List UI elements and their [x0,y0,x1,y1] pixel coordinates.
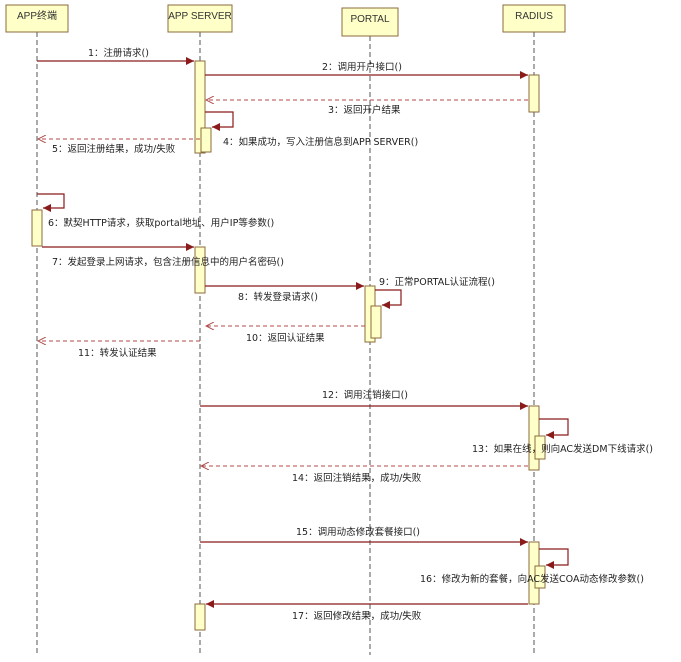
participant-portal: PORTAL [341,7,399,37]
message-8-label: 8：转发登录请求() [238,291,318,303]
message-13: 13：如果在线，则向AC发送DM下线请求() [472,418,653,455]
activation-radius-3b [534,565,546,589]
message-1-label: 1：注册请求() [88,47,149,59]
message-6: 6：默契HTTP请求，获取portal地址、用户IP等参数() [37,193,274,229]
message-4: 4：如果成功，写入注册信息到APP SERVER() [205,111,418,148]
message-6-label: 6：默契HTTP请求，获取portal地址、用户IP等参数() [48,217,274,229]
participant-server: APP SERVER [167,4,233,33]
message-8: 8：转发登录请求() [205,282,364,303]
activation-server-3 [194,603,206,631]
participant-radius-label: RADIUS [515,11,553,22]
message-9-label: 9：正常PORTAL认证流程() [379,276,495,288]
message-10-label: 10：返回认证结果 [246,332,325,344]
message-10: 10：返回认证结果 [206,326,365,344]
participant-app: APP终端 [5,4,69,33]
message-7: 7：发起登录上网请求，包含注册信息中的用户名密码() [42,243,284,268]
activation-server-1b [200,127,212,153]
message-13-label: 13：如果在线，则向AC发送DM下线请求() [472,443,653,455]
activation-radius-2b [534,435,546,460]
participant-portal-label: PORTAL [350,14,390,25]
activation-app-1 [31,209,43,247]
message-12: 12：调用注销接口() [200,389,528,410]
message-3-label: 3：返回开户结果 [328,104,401,116]
message-12-label: 12：调用注销接口() [322,389,408,401]
message-5: 5：返回注册结果，成功/失败 [38,139,200,155]
message-1: 1：注册请求() [37,47,194,65]
message-11-label: 11：转发认证结果 [78,347,157,359]
message-7-label: 7：发起登录上网请求，包含注册信息中的用户名密码() [52,256,284,268]
participant-app-label: APP终端 [17,9,57,22]
participant-radius: RADIUS [502,4,566,33]
activation-server-1 [194,60,206,154]
message-15-label: 15：调用动态修改套餐接口() [296,526,420,538]
message-16-label: 16：修改为新的套餐，向AC发送COA动态修改参数() [420,573,644,585]
participant-server-label: APP SERVER [168,11,232,22]
message-14: 14：返回注销结果，成功/失败 [201,466,528,484]
message-3: 3：返回开户结果 [206,100,528,116]
message-9: 9：正常PORTAL认证流程() [375,276,495,309]
message-15: 15：调用动态修改套餐接口() [200,526,528,546]
message-2-label: 2：调用开户接口() [322,61,402,73]
activation-server-2 [194,246,206,294]
activation-radius-1 [528,74,540,113]
message-16: 16：修改为新的套餐，向AC发送COA动态修改参数() [420,548,644,585]
message-11: 11：转发认证结果 [38,341,200,359]
message-17-label: 17：返回修改结果，成功/失败 [292,610,422,622]
message-2: 2：调用开户接口() [205,61,528,79]
message-17: 17：返回修改结果，成功/失败 [206,600,528,622]
message-5-label: 5：返回注册结果，成功/失败 [52,143,176,155]
message-4-label: 4：如果成功，写入注册信息到APP SERVER() [223,136,418,148]
message-14-label: 14：返回注销结果，成功/失败 [292,472,422,484]
activation-portal-1b [370,305,382,339]
